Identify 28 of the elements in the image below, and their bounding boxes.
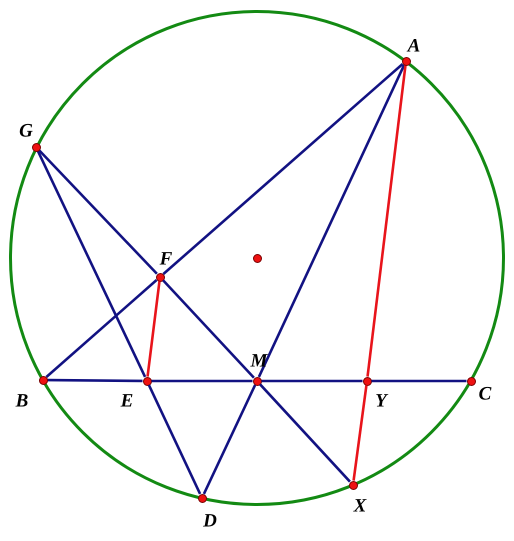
line-segment [202,384,256,494]
line-segment [146,281,161,377]
line-segment [372,380,466,382]
line-segment [258,64,406,378]
point [142,376,152,386]
line-segment [47,378,143,382]
point-label: Y [375,392,387,410]
line-segment [38,149,158,275]
point-label: C [478,384,492,404]
line-segment [162,63,404,275]
point-label: B [16,392,28,410]
line-segment [36,150,146,378]
line-segment [352,385,368,481]
point-label: G [19,122,33,140]
point-label: A [408,36,420,56]
line-segment [259,383,351,483]
line-segment [162,279,255,379]
point-label: E [120,392,134,410]
center-point [252,254,262,262]
line-segment [46,279,158,378]
line-segment [148,384,202,494]
line-segment [262,380,362,382]
line-segment [152,380,252,382]
point-label: F [160,250,172,268]
point-label: X [354,496,366,516]
point [362,376,372,386]
point-label: D [203,512,217,530]
line-segment [366,65,407,377]
